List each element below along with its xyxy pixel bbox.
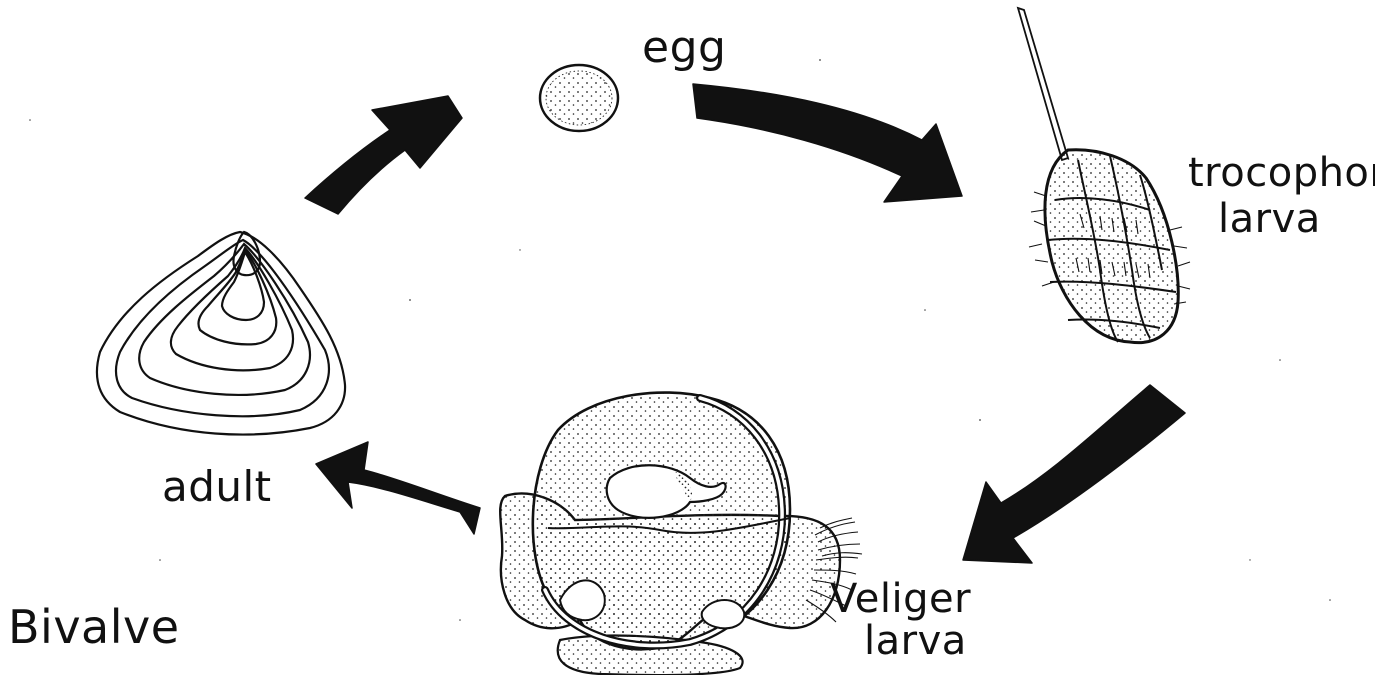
egg-label: egg: [642, 22, 726, 73]
trocophore-body: [1045, 150, 1178, 343]
veliger-illustration: [500, 393, 862, 675]
veliger-label: Veliger larva: [830, 578, 971, 662]
veliger-label-line2: larva: [830, 620, 971, 662]
shell-outline: [97, 232, 345, 435]
trocophore-illustration: [1018, 8, 1190, 343]
arrow-adult-to-egg: [305, 96, 462, 214]
arrow-veliger-to-adult: [316, 442, 480, 534]
egg-illustration: [540, 65, 618, 131]
shell-growth-ring-1: [116, 240, 329, 416]
shell-growth-ring-3: [171, 248, 293, 370]
trocophore-label-line2: larva: [1188, 196, 1375, 242]
adult-label: adult: [162, 462, 272, 511]
adult-shell-illustration: [97, 232, 345, 435]
arrow-trocophore-to-veliger: [963, 385, 1185, 563]
trocophore-apical-tuft: [1018, 8, 1068, 160]
trocophore-label: trocophore larva: [1188, 150, 1375, 242]
arrow-egg-to-trocophore: [693, 84, 962, 202]
trocophore-label-line1: trocophore: [1188, 150, 1375, 196]
diagram-title: Bivalve: [8, 600, 180, 654]
veliger-label-line1: Veliger: [830, 578, 971, 620]
